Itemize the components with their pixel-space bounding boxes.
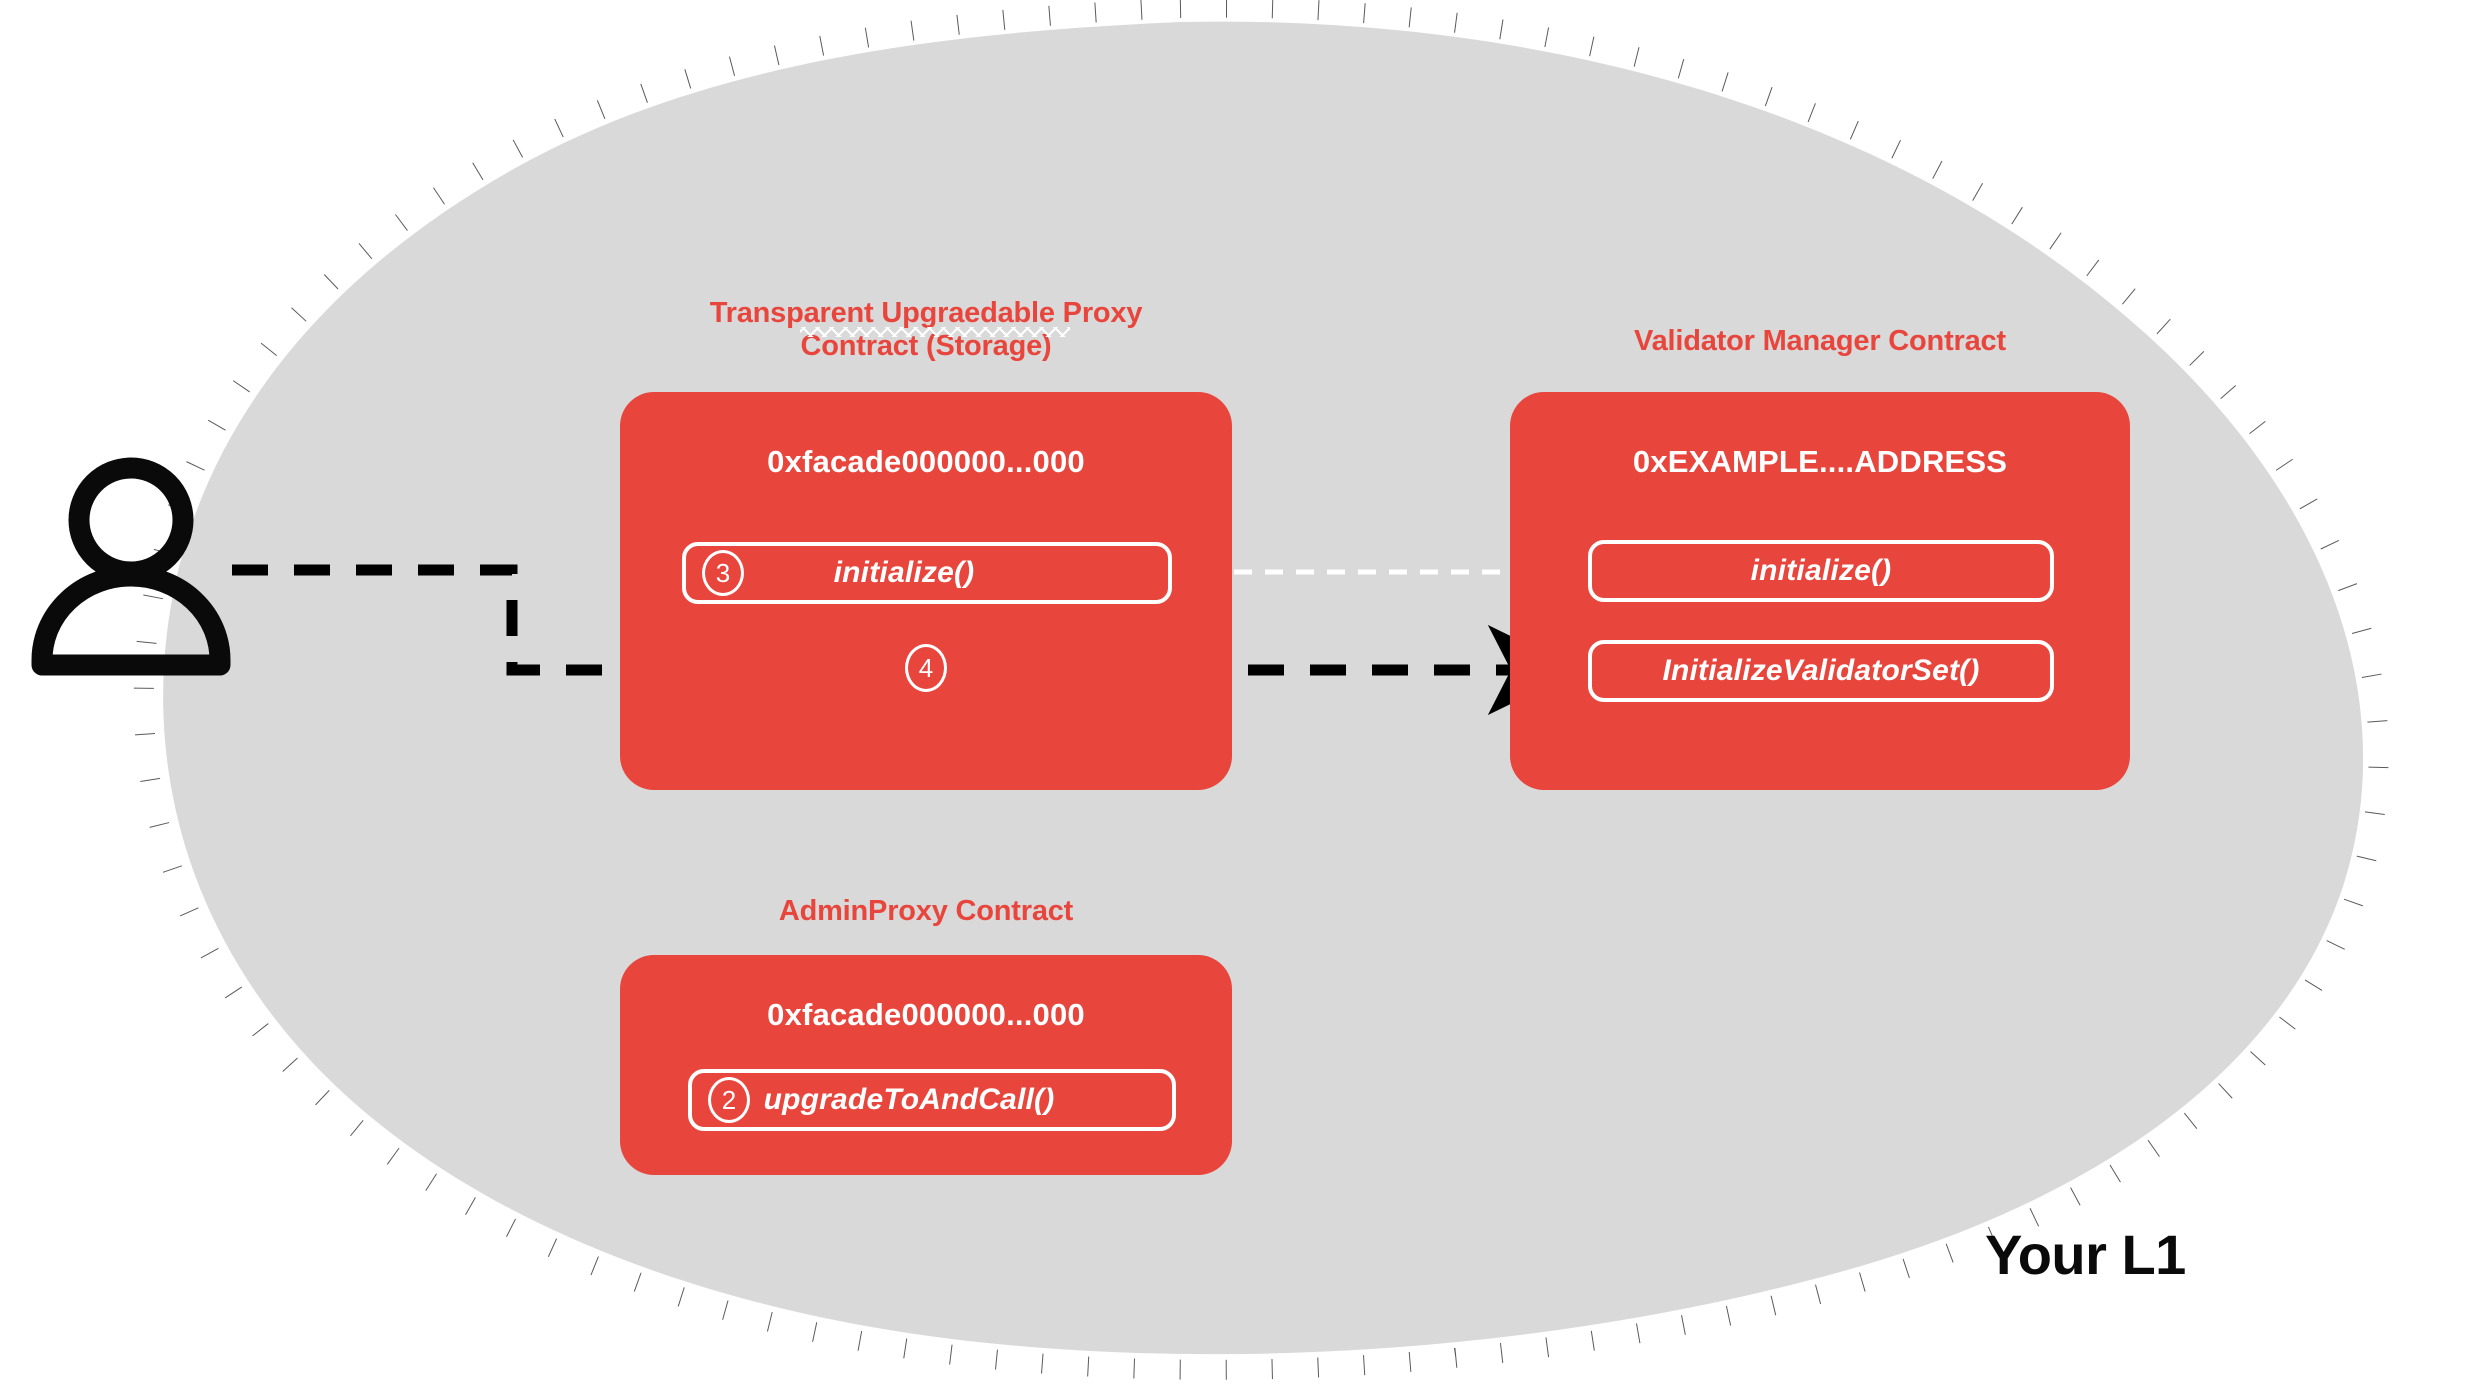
contract-address-transparent-proxy: 0xfacade000000...000: [767, 444, 1085, 479]
contract-address-validator-manager: 0xEXAMPLE....ADDRESS: [1632, 444, 2008, 479]
person-icon: [31, 457, 231, 676]
function-label-initialize-validator-set: InitializeValidatorSet(): [1662, 654, 1980, 687]
step-badge-4: 4: [905, 644, 947, 692]
contract-card-admin-proxy[interactable]: 0xfacade000000...000 2 upgradeToAndCall(…: [620, 955, 1232, 1175]
contract-card-transparent-proxy[interactable]: 0xfacade000000...000 3 initialize() 4: [620, 392, 1232, 790]
function-label-upgrade-to-and-call: upgradeToAndCall(): [763, 1083, 1055, 1116]
step-badge-3: 3: [702, 550, 744, 596]
contract-card-validator-manager[interactable]: 0xEXAMPLE....ADDRESS initialize() Initia…: [1510, 392, 2130, 790]
contract-address-admin-proxy: 0xfacade000000...000: [767, 997, 1085, 1032]
contract-title-line-1: Validator Manager Contract: [1634, 325, 2006, 357]
function-label-manager-initialize: initialize(): [1750, 554, 1892, 587]
step-badge-2: 2: [708, 1077, 750, 1123]
contract-title-line-1: AdminProxy Contract: [778, 895, 1074, 927]
contract-title-transparent-proxy: Transparent Upgraedable Proxy Contract (…: [620, 297, 1232, 364]
function-pill-proxy-initialize[interactable]: 3 initialize(): [682, 542, 1172, 604]
contract-title-line-1: Transparent Upgraedable Proxy: [709, 297, 1143, 329]
region-label-your-l1: Your L1: [1985, 1223, 2186, 1286]
contract-title-validator-manager: Validator Manager Contract: [1510, 325, 2130, 358]
function-pill-upgrade-to-and-call[interactable]: 2 upgradeToAndCall(): [688, 1069, 1176, 1131]
function-pill-initialize-validator-set[interactable]: InitializeValidatorSet(): [1588, 640, 2054, 702]
function-label-proxy-initialize: initialize(): [833, 556, 975, 589]
contract-title-line-2: Contract (Storage): [800, 330, 1052, 363]
contract-title-admin-proxy: AdminProxy Contract: [620, 895, 1232, 928]
function-pill-manager-initialize[interactable]: initialize(): [1588, 540, 2054, 602]
